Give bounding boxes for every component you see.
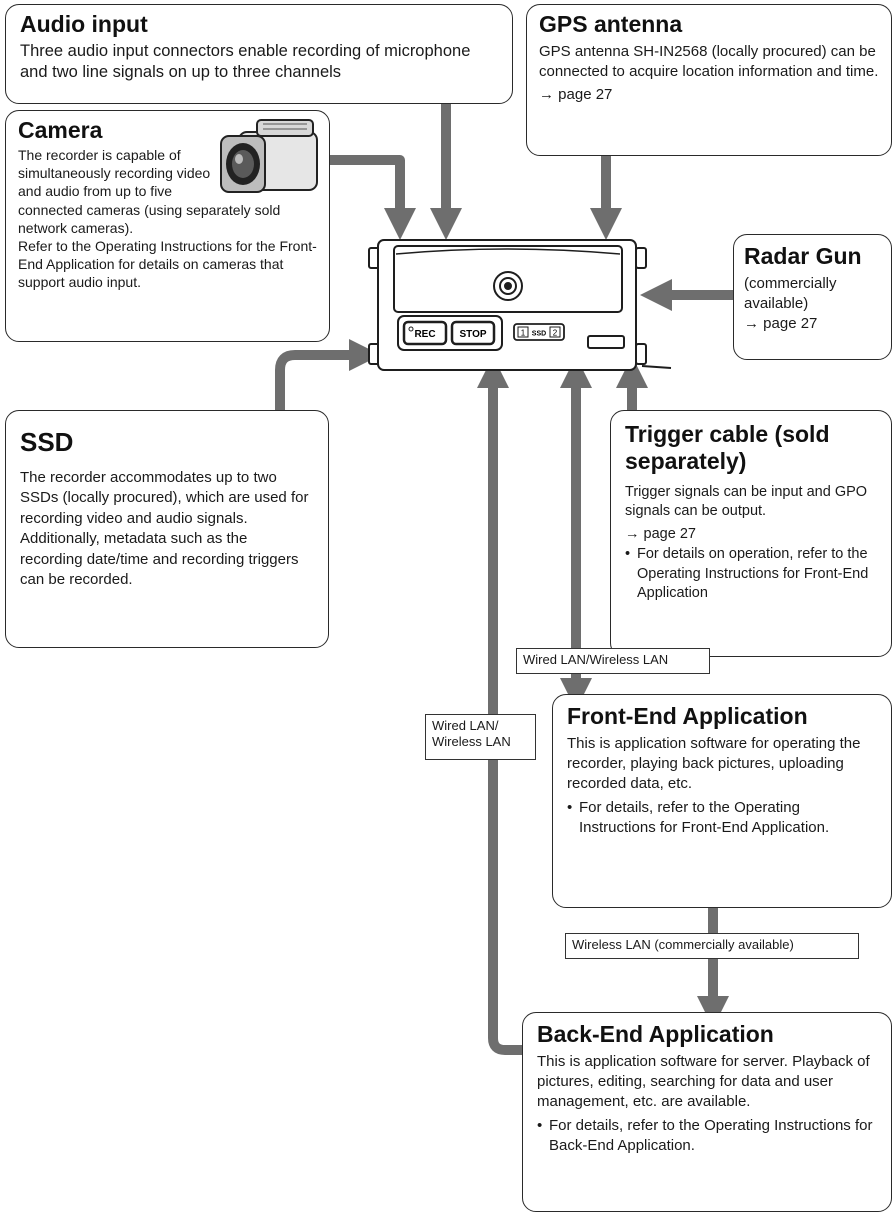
front-end-box: Front-End Application This is applicatio…: [552, 694, 892, 908]
wireless-label: Wireless LAN (commercially available): [565, 933, 859, 959]
front-end-title: Front-End Application: [567, 703, 808, 729]
camera-arrow: [330, 155, 417, 241]
trigger-cable-box: Trigger cable (sold separately) Trigger …: [610, 410, 892, 657]
rec-button: [402, 320, 448, 346]
gps-antenna-text: GPS antenna SH-IN2568 (locally procured)…: [539, 43, 879, 81]
svg-text:2: 2: [553, 329, 558, 338]
back-end-text: This is application software for server.…: [537, 1053, 870, 1110]
radar-page-ref: → page 27: [744, 315, 818, 332]
svg-text:1: 1: [521, 329, 526, 338]
stop-label: STOP: [459, 329, 486, 340]
ssd-text: The recorder accommodates up to two SSDs…: [20, 469, 309, 527]
ssd-arrow: [275, 338, 382, 410]
ssd-label: SSD: [532, 331, 546, 338]
stop-button: [450, 320, 496, 346]
audio-input-title: Audio input: [20, 11, 148, 37]
trigger-note: •For details on operation, refer to the …: [625, 545, 869, 602]
ssd-title: SSD: [20, 427, 74, 457]
front-end-text: This is application software for operati…: [567, 735, 861, 792]
trigger-cable-text: Trigger signals can be input and GPO sig…: [625, 483, 868, 520]
back-end-box: Back-End Application This is application…: [522, 1012, 892, 1212]
recorder-device: REC STOP 1 SSD 2: [368, 239, 672, 371]
rec-label: REC: [414, 329, 435, 340]
audio-input-box: Audio input Three audio input connectors…: [5, 4, 513, 104]
gps-antenna-title: GPS antenna: [539, 11, 683, 37]
camera-image: [220, 119, 318, 193]
backend-arrow: [476, 355, 522, 1055]
ssd-box: SSD The recorder accommodates up to two …: [5, 410, 329, 648]
ssd-text-2: Additionally, metadata such as the recor…: [20, 530, 299, 588]
gps-page-ref: → page 27: [539, 85, 613, 103]
gps-antenna-box: GPS antenna GPS antenna SH-IN2568 (local…: [526, 4, 892, 156]
trigger-page-ref: → page 27: [625, 525, 696, 542]
radar-gun-title: Radar Gun: [744, 243, 862, 269]
camera-box: Camera The recorder is capable of simult…: [5, 110, 330, 342]
camera-text: The recorder is capable of simultaneousl…: [18, 147, 281, 236]
trigger-cable-title: Trigger cable (sold separately): [625, 421, 830, 474]
camera-title: Camera: [18, 117, 103, 143]
lan-label-back: Wired LAN/ Wireless LAN: [425, 714, 536, 760]
radar-gun-box: Radar Gun (commercially available) → pag…: [733, 234, 892, 360]
radar-gun-text: (commercially available): [744, 275, 837, 312]
front-end-note: •For details, refer to the Operating Ins…: [567, 798, 830, 836]
camera-text-2: Refer to the Operating Instructions for …: [18, 237, 317, 291]
lan-label-front: Wired LAN/Wireless LAN: [516, 648, 710, 674]
back-end-note: •For details, refer to the Operating Ins…: [537, 1116, 873, 1154]
audio-input-text: Three audio input connectors enable reco…: [20, 42, 471, 82]
back-end-title: Back-End Application: [537, 1021, 774, 1047]
